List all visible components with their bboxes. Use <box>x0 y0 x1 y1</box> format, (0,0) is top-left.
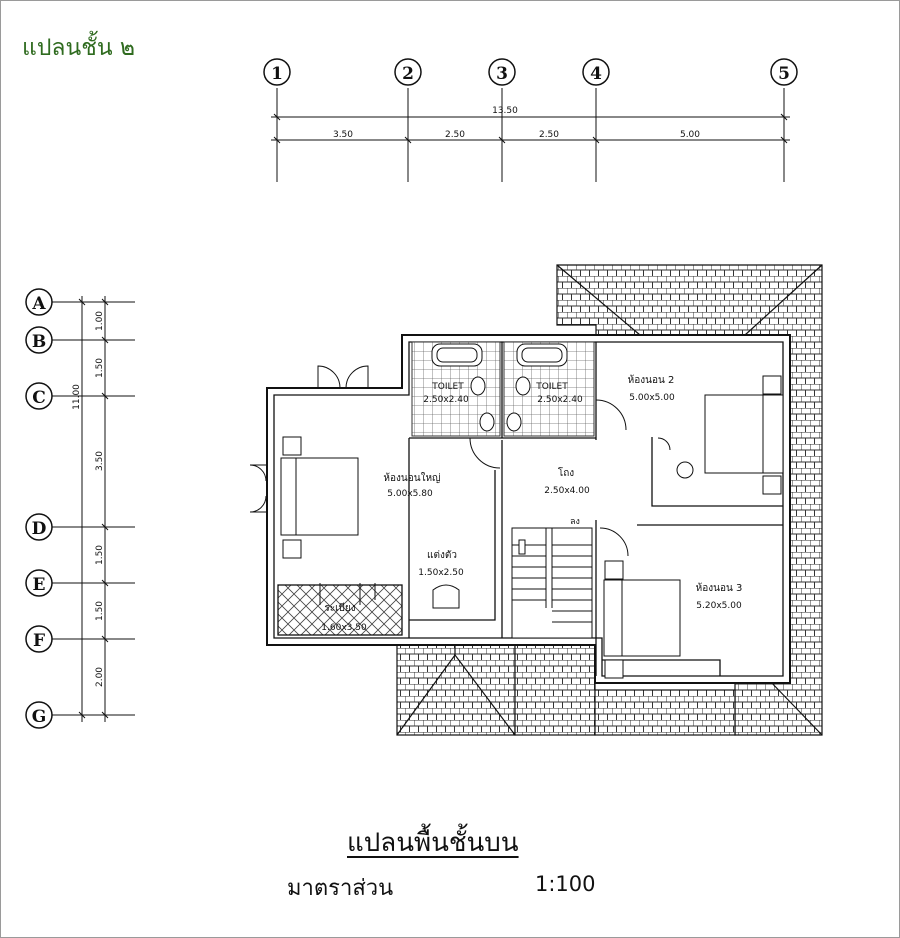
dim-x-1: 3.50 <box>333 130 353 140</box>
dim-y-3: 3.50 <box>95 451 105 471</box>
stair-down-label: ลง <box>570 517 580 527</box>
bedroom-3-bed <box>603 579 681 657</box>
dim-y-2: 1.50 <box>95 358 105 378</box>
grid-bubble-3: 3 <box>496 64 508 84</box>
dim-y-6: 2.00 <box>95 667 105 687</box>
dim-overall-y: 11.00 <box>72 384 82 410</box>
dim-x-2: 2.50 <box>445 130 465 140</box>
toilet-1-name: TOILET <box>431 382 464 392</box>
dim-overall-x: 13.50 <box>492 106 518 116</box>
column-grid-dimensions <box>271 88 790 182</box>
balcony-floor <box>277 584 403 636</box>
grid-bubble-b: B <box>32 332 46 352</box>
sink-1 <box>479 412 495 432</box>
scale-label: มาตราส่วน <box>287 876 394 901</box>
grid-bubble-g: G <box>32 707 47 727</box>
dim-y-4: 1.50 <box>95 545 105 565</box>
grid-bubble-1: 1 <box>271 64 283 84</box>
master-bedroom-name: ห้องนอนใหญ่ <box>383 472 440 484</box>
column-grid-bubbles: 1 2 3 4 5 <box>263 58 798 86</box>
grid-bubble-a: A <box>31 294 46 314</box>
sink-2 <box>506 412 522 432</box>
dressing-size: 1.50x2.50 <box>418 568 464 578</box>
row-grid-dimensions <box>52 296 135 722</box>
plan-title: แปลนพื้นชั้นบน <box>347 828 519 858</box>
bedroom-3-name: ห้องนอน 3 <box>696 582 743 594</box>
roof-tiles <box>396 264 823 736</box>
toilet-2-size: 2.50x2.40 <box>537 395 583 405</box>
staircase <box>511 527 593 639</box>
master-bedroom-size: 5.00x5.80 <box>387 489 433 499</box>
bedroom-2-size: 5.00x5.00 <box>629 393 675 403</box>
toilet-1-size: 2.50x2.40 <box>423 395 469 405</box>
room-labels: TOILET 2.50x2.40 TOILET 2.50x2.40 ห้องนอ… <box>321 374 742 633</box>
grid-bubble-c: C <box>32 388 46 408</box>
dressing-name: แต่งตัว <box>427 550 457 561</box>
scale-value: 1:100 <box>535 872 596 896</box>
dim-y-5: 1.50 <box>95 601 105 621</box>
dim-x-3: 2.50 <box>539 130 559 140</box>
row-grid-bubbles: A B C D E F G <box>25 288 53 729</box>
toilet-bowl-2 <box>515 376 531 396</box>
grid-bubble-f: F <box>33 631 45 651</box>
grid-bubble-4: 4 <box>590 64 602 84</box>
balcony-size: 1.60x3.50 <box>321 623 367 633</box>
grid-bubble-e: E <box>33 575 46 595</box>
hall-size: 2.50x4.00 <box>544 486 590 496</box>
fixtures <box>249 343 784 679</box>
grid-bubble-5: 5 <box>778 64 790 84</box>
dim-x-4: 5.00 <box>680 130 700 140</box>
grid-bubble-d: D <box>32 519 47 539</box>
toilet-bowl-1 <box>470 376 486 396</box>
row-dimension-labels: 11.00 1.00 1.50 3.50 1.50 1.50 2.00 <box>72 311 105 687</box>
bedroom-2-bed <box>704 394 784 474</box>
balcony-name: ระเบียง <box>324 602 355 614</box>
column-dimension-labels: 13.50 3.50 2.50 2.50 5.00 <box>333 106 700 140</box>
sheet-title: แปลนชั้น ๒ <box>22 35 136 61</box>
bedroom-2-name: ห้องนอน 2 <box>628 374 675 386</box>
hall-name: โถง <box>558 466 574 479</box>
bedroom-3-size: 5.20x5.00 <box>696 601 742 611</box>
master-bed <box>280 457 359 536</box>
grid-bubble-2: 2 <box>402 64 414 84</box>
toilet-2-name: TOILET <box>535 382 568 392</box>
dim-y-1: 1.00 <box>95 311 105 331</box>
